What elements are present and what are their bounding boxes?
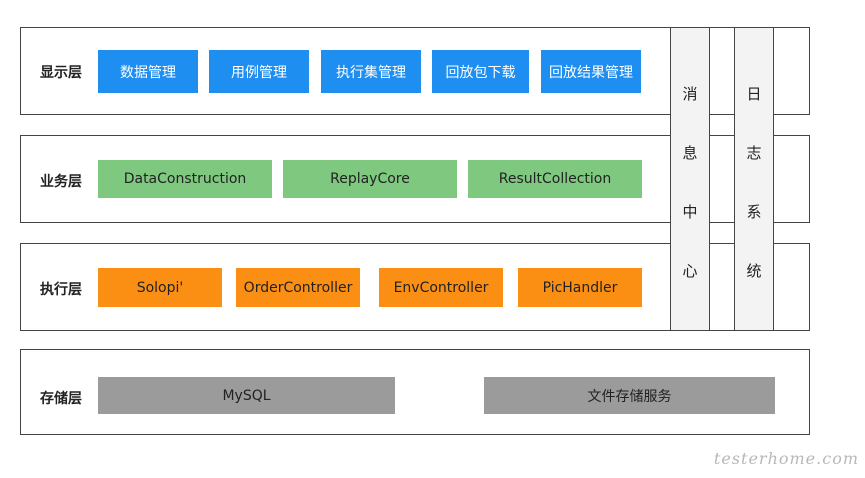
replay-core-box: ReplayCore — [283, 160, 457, 198]
solopi-box: Solopi' — [98, 268, 222, 307]
file-storage-service-box: 文件存储服务 — [484, 377, 775, 414]
mysql-box: MySQL — [98, 377, 395, 414]
data-construction-box: DataConstruction — [98, 160, 272, 198]
execution-layer-label: 执行层 — [40, 282, 82, 298]
execution-set-management-box: 执行集管理 — [321, 50, 421, 93]
watermark-text: testerhome.com — [713, 449, 859, 468]
pic-handler-box: PicHandler — [518, 268, 642, 307]
storage-layer-label: 存储层 — [40, 391, 82, 407]
log-system-column: 日 志 系 统 — [734, 27, 774, 331]
log-system-char: 志 — [746, 144, 762, 162]
log-system-char: 统 — [746, 262, 762, 280]
message-center-column: 消 息 中 心 — [670, 27, 710, 331]
data-management-box: 数据管理 — [98, 50, 198, 93]
case-management-box: 用例管理 — [209, 50, 309, 93]
presentation-layer-label: 显示层 — [40, 65, 82, 81]
message-center-char: 息 — [682, 144, 698, 162]
business-layer-label: 业务层 — [40, 174, 82, 190]
replay-package-download-box: 回放包下载 — [432, 50, 529, 93]
result-collection-box: ResultCollection — [468, 160, 642, 198]
message-center-char: 中 — [682, 203, 698, 221]
log-system-char: 系 — [746, 203, 762, 221]
order-controller-box: OrderController — [236, 268, 360, 307]
replay-result-management-box: 回放结果管理 — [541, 50, 641, 93]
env-controller-box: EnvController — [379, 268, 503, 307]
message-center-char: 消 — [682, 85, 698, 103]
message-center-char: 心 — [682, 262, 698, 280]
log-system-char: 日 — [746, 85, 762, 103]
